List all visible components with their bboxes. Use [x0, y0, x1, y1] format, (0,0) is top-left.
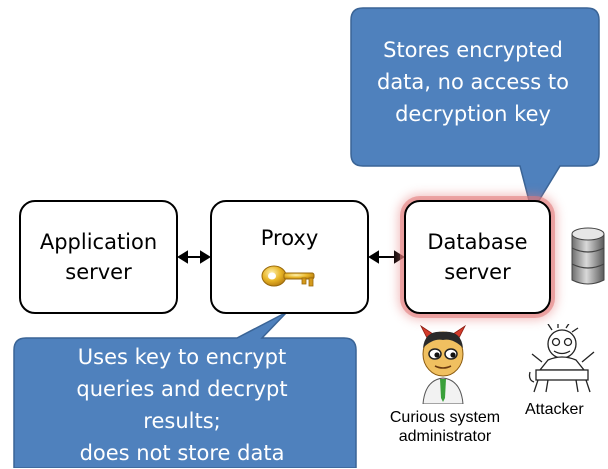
database-server-label: Database server — [427, 230, 528, 284]
proxy-callout-bubble — [13, 311, 357, 468]
proxy-label: Proxy — [260, 226, 319, 250]
attacker-icon — [528, 324, 595, 393]
arrow-app-proxy — [177, 250, 211, 264]
proxy-callout-text: Uses key to encrypt queries and decrypt … — [76, 345, 288, 465]
arrow-proxy-database — [368, 250, 405, 264]
devil-admin-icon — [419, 324, 467, 404]
database-server-box: Database server — [404, 200, 551, 314]
application-server-box: Application server — [19, 200, 178, 314]
database-callout-bubble — [350, 7, 600, 214]
application-server-label: Application server — [39, 230, 158, 284]
key-icon — [261, 265, 314, 287]
admin-caption: Curious system administrator — [389, 409, 501, 445]
proxy-box: Proxy — [210, 200, 369, 314]
attacker-caption: Attacker — [525, 401, 584, 418]
database-callout-text: Stores encrypted data, no access to decr… — [376, 38, 569, 126]
database-icon — [571, 227, 605, 285]
